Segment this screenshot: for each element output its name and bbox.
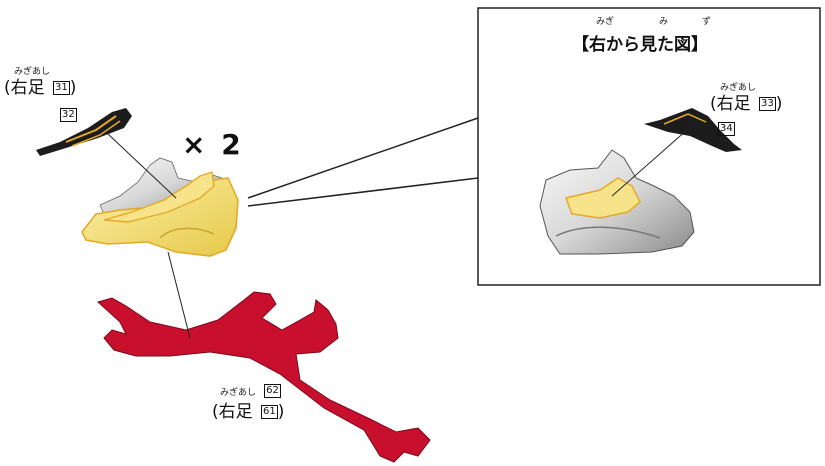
left-lower-ruby-row: みぎあし 62 bbox=[220, 382, 281, 398]
multiplier-label: × 2 bbox=[182, 128, 244, 161]
side-view-title: 【右から見た図】 bbox=[572, 35, 708, 55]
leader-line-right bbox=[611, 121, 697, 197]
title-furigana-zu: ず bbox=[702, 17, 712, 27]
right-part-second-number: 34 bbox=[718, 120, 735, 136]
left-upper-text: 右足 bbox=[10, 78, 45, 98]
right-part-ruby: みぎあし bbox=[720, 83, 757, 93]
part-number-62: 62 bbox=[264, 383, 281, 398]
title-furigana-mi: み bbox=[659, 17, 669, 27]
left-lower-text: 右足 bbox=[218, 402, 253, 422]
part-number-32: 32 bbox=[60, 107, 77, 122]
part-number-33: 33 bbox=[759, 97, 776, 111]
callout-lines bbox=[247, 117, 479, 207]
part-number-61: 61 bbox=[261, 405, 278, 419]
black-toe-piece-left bbox=[36, 108, 132, 156]
right-part-label: (右足 33) bbox=[710, 94, 783, 114]
red-heel-piece bbox=[96, 291, 431, 463]
title-furigana-migi: みぎ bbox=[596, 17, 615, 27]
left-upper-label: (右足 31) bbox=[4, 78, 77, 98]
left-lower-ruby: みぎあし bbox=[220, 388, 257, 398]
leader-lines-left bbox=[107, 133, 191, 339]
part-number-34: 34 bbox=[718, 121, 735, 136]
left-lower-label: (右足 61) bbox=[212, 402, 285, 422]
right-part-text: 右足 bbox=[716, 94, 751, 114]
left-upper-ruby: みぎあし bbox=[14, 67, 51, 77]
yellow-shoe-left bbox=[81, 157, 239, 257]
black-toe-piece-right bbox=[644, 108, 742, 152]
left-upper-second-number: 32 bbox=[60, 106, 77, 122]
part-number-31: 31 bbox=[53, 81, 70, 95]
